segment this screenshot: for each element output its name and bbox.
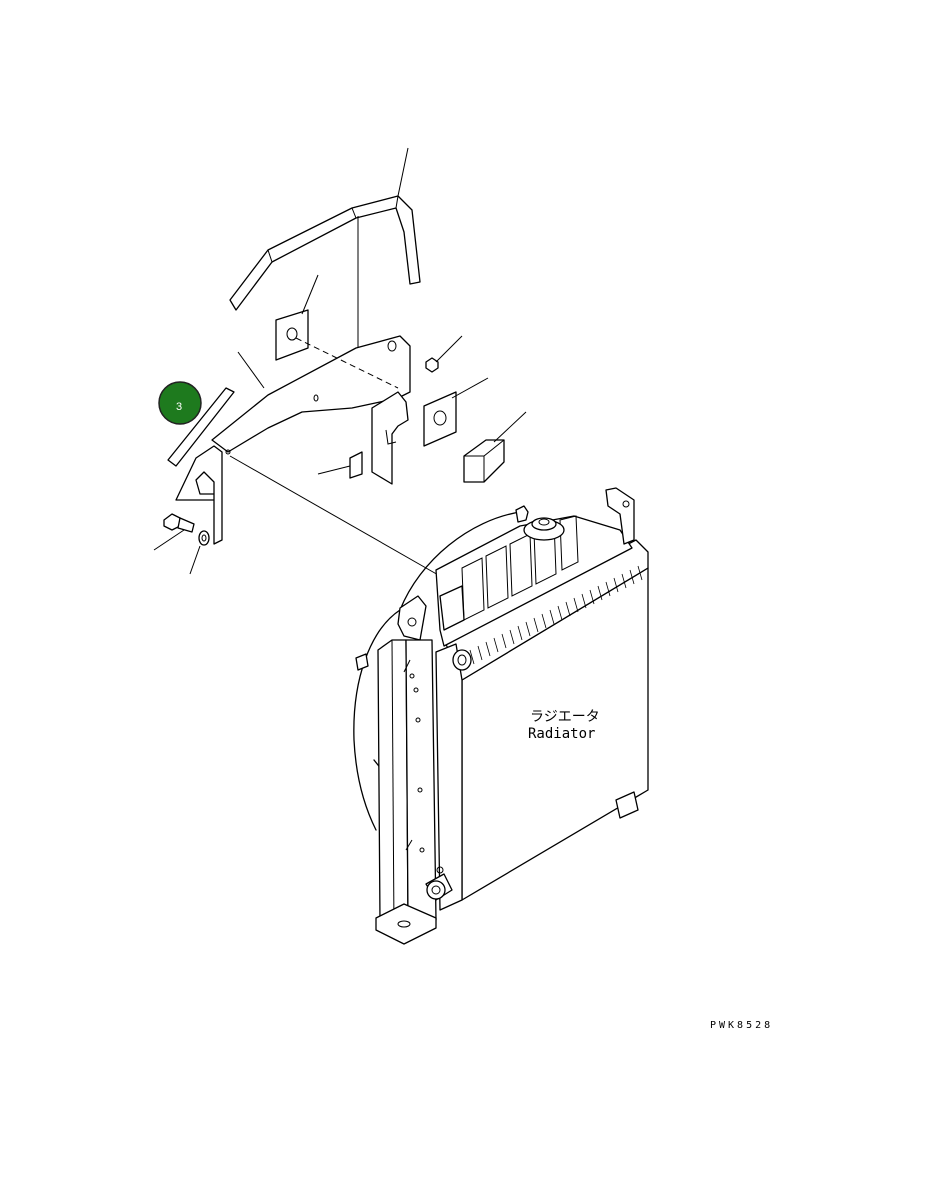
leader-line-top-bar — [397, 147, 409, 197]
mount-alignment-line — [229, 455, 441, 577]
leader-line-pad-lower — [451, 377, 489, 399]
drawing-code: PWK8528 — [710, 1020, 773, 1031]
leader-line-bracket — [237, 351, 265, 389]
bolt — [163, 513, 195, 533]
radiator-cap — [523, 517, 565, 541]
radiator-label-english: Radiator — [528, 726, 595, 742]
square-pad-upper — [275, 309, 309, 361]
square-pad-lower — [423, 391, 457, 447]
leader-line-washer — [189, 545, 201, 575]
callout-number: 3 — [176, 401, 182, 413]
small-clip — [349, 451, 363, 479]
washer — [198, 530, 210, 546]
radiator-top-fins — [469, 565, 643, 665]
rubber-block — [463, 439, 505, 483]
lower-hose-fitting — [425, 866, 453, 901]
radiator-label-japanese: ラジエータ — [530, 709, 600, 725]
main-bracket — [211, 335, 411, 485]
alignment-dashed-line — [295, 337, 399, 389]
side-plate-left — [175, 445, 231, 545]
leader-line-nut — [435, 335, 463, 363]
leader-line-clip — [317, 465, 351, 475]
leader-line-block — [493, 411, 527, 443]
upper-hose-fitting — [452, 649, 472, 671]
radiator-assembly — [353, 487, 649, 945]
callout-circle[interactable] — [158, 381, 202, 425]
callout-marker-3[interactable]: 3 — [158, 381, 202, 425]
nut — [425, 357, 439, 373]
top-guard-bar — [229, 195, 421, 348]
frame-holes — [409, 673, 425, 853]
leader-line-bolt — [153, 529, 185, 551]
thin-rod — [167, 387, 235, 467]
leader-line-pad-upper — [301, 274, 319, 315]
